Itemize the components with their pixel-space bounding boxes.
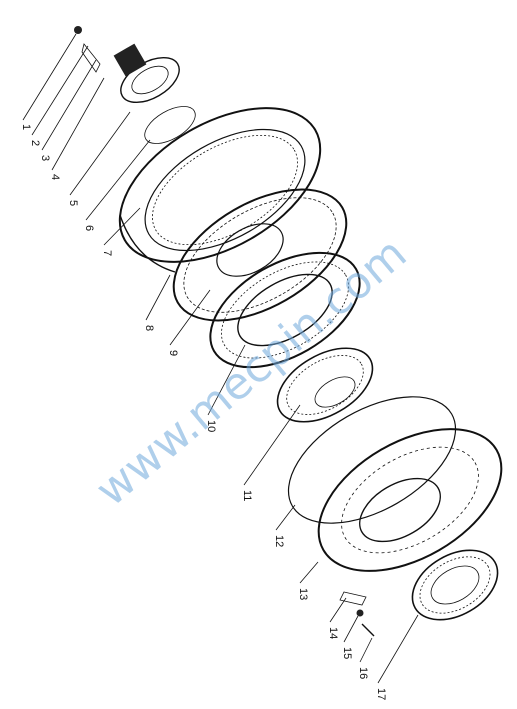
part-label-15: 15	[341, 647, 353, 659]
turbine-housing-drawing	[317, 428, 503, 572]
clutch-disc-drawing	[209, 251, 361, 369]
part-label-11: 11	[241, 490, 253, 501]
part-label-12: 12	[273, 535, 285, 547]
part-label-14: 14	[327, 627, 339, 639]
part-label-7: 7	[101, 250, 113, 256]
part-label-5: 5	[67, 200, 79, 206]
part-label-9: 9	[167, 350, 179, 356]
part-labels: 1 2 3 4 5 6 7 8 9 10 11 12 13 14 15 16 1…	[20, 124, 387, 700]
ring-gear-housing-drawing	[118, 107, 322, 273]
o-ring-drawing	[287, 396, 457, 524]
leader-lines	[22, 33, 419, 684]
part-label-6: 6	[83, 225, 95, 231]
part-label-2: 2	[29, 140, 41, 146]
part-label-4: 4	[49, 174, 61, 180]
friction-plate-drawing	[276, 347, 374, 423]
watermark-text: www.mecpin.com	[86, 228, 416, 516]
part-label-1: 1	[20, 124, 32, 130]
part-label-17: 17	[375, 688, 387, 700]
part-label-10: 10	[205, 420, 217, 432]
part-label-16: 16	[357, 667, 369, 679]
hub-flange-drawing	[74, 26, 196, 144]
part-label-3: 3	[39, 155, 51, 161]
planet-carrier-drawing	[172, 188, 348, 322]
gear-ring-drawing	[411, 549, 499, 621]
small-hardware-drawing	[339, 591, 375, 637]
part-label-8: 8	[143, 325, 155, 331]
part-label-13: 13	[297, 588, 309, 600]
